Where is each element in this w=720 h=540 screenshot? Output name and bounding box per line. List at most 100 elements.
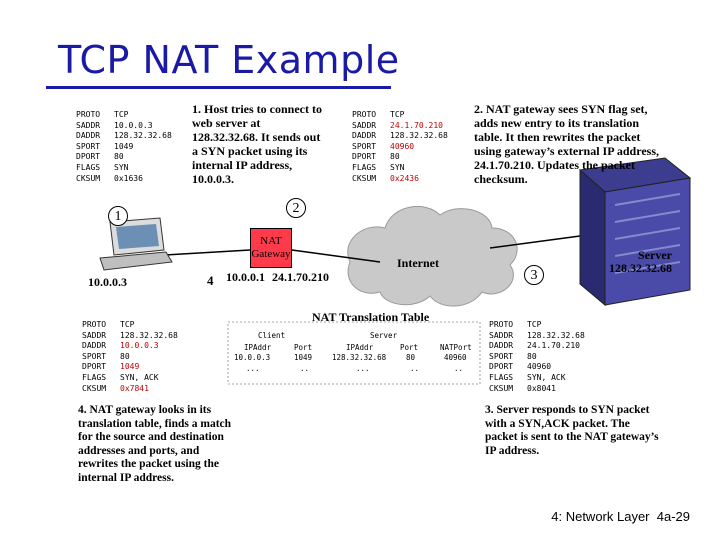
table-header-server-port: Port	[400, 343, 419, 352]
nat-gateway-box: NAT Gateway	[250, 228, 292, 268]
table-header-client-port: Port	[294, 343, 313, 352]
field-value: 80	[390, 152, 400, 162]
field-value: 1049	[114, 141, 134, 151]
field-label: PROTO	[352, 110, 377, 119]
field-label: SPORT	[352, 141, 377, 151]
table-row2-client-ip: ...	[246, 364, 260, 373]
nat-gateway-label: NAT Gateway	[251, 235, 291, 260]
host-ip-label: 10.0.0.3	[88, 275, 127, 289]
field-value: 40960	[390, 141, 415, 151]
field-label: DPORT	[489, 362, 514, 372]
host-laptop-icon	[99, 217, 173, 271]
footer-chapter: 4: Network Layer	[551, 509, 650, 524]
footer-page: 4a-29	[656, 509, 690, 524]
field-value: SYN, ACK	[527, 372, 566, 382]
field-value: 24.1.70.210	[390, 120, 443, 130]
field-label: FLAGS	[76, 162, 101, 172]
step-badge-2: 2	[286, 198, 306, 218]
field-label: FLAGS	[352, 162, 377, 172]
table-row1-server-port: 80	[406, 353, 416, 362]
field-value: 128.32.32.68	[120, 330, 178, 340]
note-step-3: 3. Server responds to SYN packet with a …	[485, 404, 659, 457]
field-value: 80	[120, 351, 130, 361]
field-label: DPORT	[352, 152, 377, 162]
field-label: SADDR	[352, 120, 377, 130]
field-value: 1049	[120, 362, 140, 372]
field-value: 0x7841	[120, 383, 149, 393]
field-label: DADDR	[82, 341, 107, 351]
translation-table-title: NAT Translation Table	[312, 310, 430, 324]
table-row1-server-ip: 128.32.32.68	[332, 353, 387, 362]
field-label: DADDR	[489, 341, 514, 351]
nat-internal-ip: 10.0.0.1	[226, 270, 265, 284]
field-value: 0x1636	[114, 173, 143, 183]
field-label: PROTO	[82, 320, 107, 329]
field-value: 0x2436	[390, 173, 419, 183]
table-group-server: Server	[370, 331, 398, 340]
field-value: 80	[114, 152, 124, 162]
field-label: CKSUM	[352, 173, 377, 183]
table-row2-server-ip: ...	[356, 364, 370, 373]
packet-2: PROTO TCP SADDR 24.1.70.210 DADDR 128.32.32…	[352, 110, 448, 184]
table-row2-nat-port: ..	[454, 364, 464, 373]
server-icon	[578, 157, 692, 307]
field-value: 0x8041	[527, 383, 556, 393]
field-label: PROTO	[489, 320, 514, 329]
nat-external-ip: 24.1.70.210	[272, 270, 329, 284]
table-row1-nat-port: 40960	[444, 353, 467, 362]
field-label: SPORT	[82, 351, 107, 361]
field-label: SPORT	[489, 351, 514, 361]
link-internet-server	[489, 235, 581, 249]
field-value: 128.32.32.68	[114, 131, 172, 141]
field-label: DPORT	[82, 362, 107, 372]
field-label: PROTO	[76, 110, 101, 119]
packet-1: PROTO TCP SADDR 10.0.0.3 DADDR 128.32.32.68…	[76, 110, 172, 184]
link-host-nat	[164, 249, 251, 256]
step-badge-3: 3	[524, 265, 544, 285]
note-step-2: 2. NAT gateway sees SYN flag set, adds n…	[474, 102, 660, 186]
table-header-server-ip: IPAddr	[346, 343, 374, 352]
field-label: CKSUM	[76, 173, 101, 183]
field-value: SYN, ACK	[120, 372, 159, 382]
field-label: SADDR	[489, 330, 514, 340]
field-label: FLAGS	[82, 372, 107, 382]
note-step-4: 4. NAT gateway looks in its translation …	[78, 404, 232, 484]
field-label: SPORT	[76, 141, 101, 151]
packet-4: PROTO TCP SADDR 128.32.32.68 DADDR 10.0.0.3…	[82, 320, 178, 394]
field-label: DADDR	[76, 131, 101, 141]
field-value: 10.0.0.3	[114, 120, 153, 130]
field-value: TCP	[120, 320, 135, 329]
note-step-1: 1. Host tries to connect to web server a…	[192, 102, 322, 186]
page-title: TCP NAT Example	[58, 38, 400, 82]
field-label: DADDR	[352, 131, 377, 141]
field-value: 80	[527, 351, 537, 361]
internet-cloud-icon	[347, 206, 518, 307]
field-value: 40960	[527, 362, 552, 372]
table-row2-client-port: ..	[300, 364, 310, 373]
field-value: 128.32.32.68	[390, 131, 448, 141]
field-value: TCP	[527, 320, 542, 329]
table-group-client: Client	[258, 331, 286, 340]
field-label: FLAGS	[489, 372, 514, 382]
field-value: SYN	[114, 162, 129, 172]
field-label: SADDR	[76, 120, 101, 130]
field-value: TCP	[114, 110, 129, 119]
table-header-client-ip: IPAddr	[244, 343, 272, 352]
field-label: CKSUM	[489, 383, 514, 393]
field-value: 24.1.70.210	[527, 341, 580, 351]
field-value: TCP	[390, 110, 405, 119]
network-links	[164, 235, 581, 263]
table-row1-client-ip: 10.0.0.3	[234, 353, 271, 362]
field-label: DPORT	[76, 152, 101, 162]
step-badge-1: 1	[108, 206, 128, 226]
title-underline	[46, 86, 391, 89]
field-value: 10.0.0.3	[120, 341, 159, 351]
translation-table-frame	[227, 321, 481, 385]
table-row2-server-port: ..	[410, 364, 420, 373]
link-nat-internet	[291, 249, 381, 263]
server-label: Server 128.32.32.68	[609, 248, 672, 275]
step-badge-4: 4	[207, 273, 214, 288]
slide-footer: 4: Network Layer 4a-29	[551, 509, 690, 524]
field-label: SADDR	[82, 330, 107, 340]
field-value: 128.32.32.68	[527, 330, 585, 340]
